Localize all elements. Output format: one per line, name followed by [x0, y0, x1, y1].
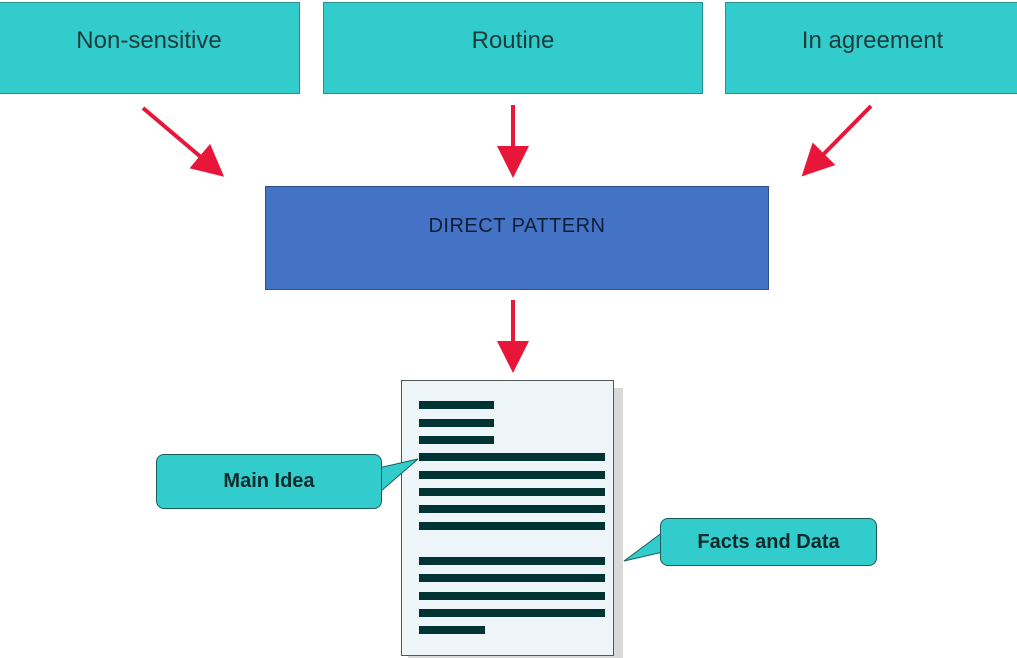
main-idea-label: Main Idea — [223, 470, 315, 492]
document-page-icon — [401, 380, 614, 656]
document-line — [419, 453, 605, 461]
document-line — [419, 592, 605, 600]
document-line — [419, 557, 605, 565]
document-line — [419, 505, 605, 513]
non-sensitive-box: Non-sensitive — [0, 2, 300, 94]
document-line — [419, 488, 605, 496]
in-agreement-box: In agreement — [725, 2, 1017, 94]
direct-pattern-label: DIRECT PATTERN — [428, 215, 606, 237]
arrow-non-sensitive-to-pattern — [141, 106, 225, 177]
routine-box: Routine — [323, 2, 703, 94]
document-line — [419, 522, 605, 530]
direct-pattern-box: DIRECT PATTERN — [265, 186, 769, 290]
document-line — [419, 471, 605, 479]
document-line — [419, 609, 605, 617]
document-line — [419, 574, 605, 582]
facts-and-data-pointer — [623, 531, 664, 562]
in-agreement-label: In agreement — [801, 27, 944, 54]
document-line — [419, 401, 494, 409]
document-line — [419, 419, 494, 427]
non-sensitive-label: Non-sensitive — [76, 27, 222, 54]
facts-and-data-callout: Facts and Data — [660, 518, 877, 566]
document-line — [419, 626, 485, 634]
main-idea-callout: Main Idea — [156, 454, 382, 509]
document-line — [419, 436, 494, 444]
routine-label: Routine — [471, 27, 555, 54]
arrow-in-agreement-to-pattern — [801, 104, 873, 177]
facts-and-data-label: Facts and Data — [697, 530, 840, 553]
